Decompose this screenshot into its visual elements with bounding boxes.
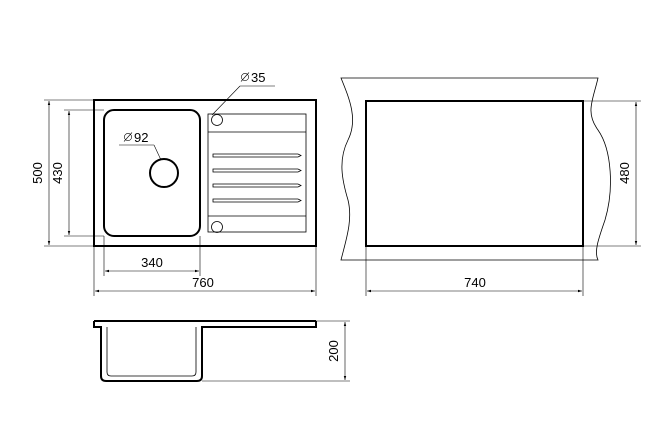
dim-430: 430 [50, 109, 104, 237]
drain-diameter-callout: 92 [119, 130, 162, 161]
side-view: 200 [93, 320, 350, 382]
bowl-outline [103, 109, 201, 237]
drain-groove [212, 153, 302, 158]
diameter-symbol-icon [124, 133, 132, 141]
depth-label: 200 [326, 340, 341, 362]
top-view: 35 92 500 430 340 [30, 70, 317, 296]
diameter-symbol-icon [241, 73, 249, 81]
side-profile [93, 321, 317, 382]
dim-500: 500 [30, 99, 94, 247]
overall-width-label: 760 [192, 275, 214, 290]
dim-340: 340 [103, 236, 201, 276]
dim-480: 480 [583, 100, 641, 247]
tap-hole-diameter-label: 35 [251, 70, 265, 85]
overall-height-label: 500 [30, 162, 45, 184]
cutout-view: 480 740 [340, 77, 641, 296]
dim-200: 200 [202, 320, 350, 382]
cutout-height-label: 480 [617, 162, 632, 184]
dim-740: 740 [365, 246, 584, 296]
side-profile-inner [106, 327, 197, 377]
tap-hole-bottom [211, 221, 223, 233]
drain-hole [149, 158, 179, 188]
cutout-width-label: 740 [464, 275, 486, 290]
drain-groove [212, 198, 302, 203]
sink-outline [93, 99, 317, 247]
cutout-opening [365, 100, 584, 247]
bowl-height-label: 430 [50, 162, 65, 184]
tap-hole-diameter-callout: 35 [211, 70, 275, 116]
bowl-width-label: 340 [141, 255, 163, 270]
drain-grooves [212, 153, 302, 203]
drainboard-outline [207, 113, 307, 233]
drain-groove [212, 183, 302, 188]
drain-groove [212, 168, 302, 173]
drain-diameter-label: 92 [134, 130, 148, 145]
tap-hole-top [211, 114, 223, 126]
countertop-outline [340, 77, 611, 261]
dim-760: 760 [93, 246, 317, 296]
